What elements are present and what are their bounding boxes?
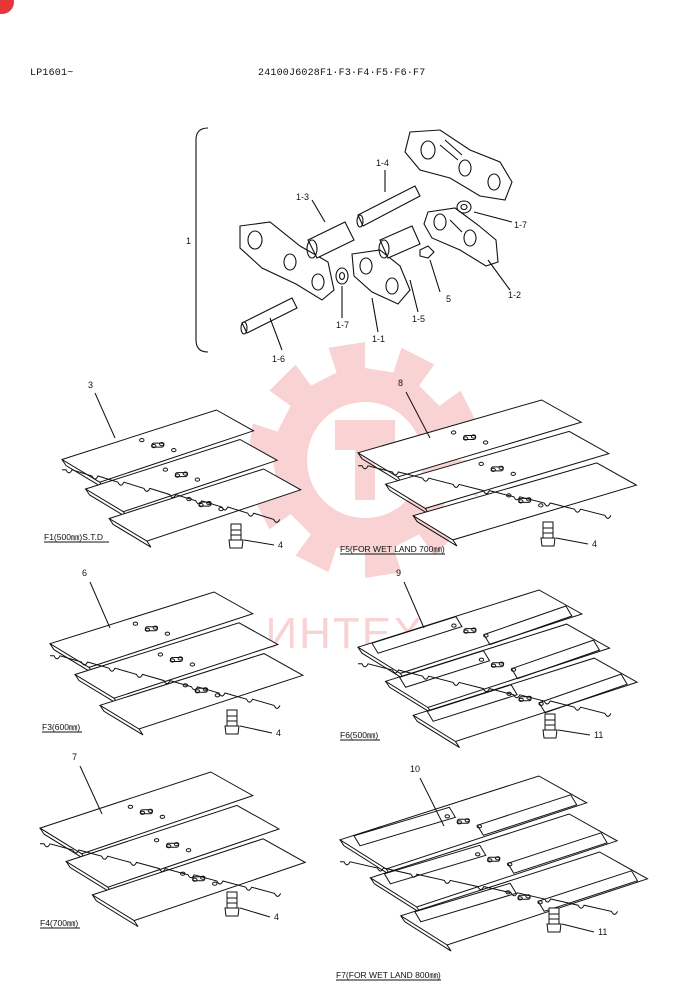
callout-1-5: 1-5 (412, 314, 425, 324)
track-shoe-variant-5: 7 4F4(700㎜) (38, 752, 307, 929)
callout-1-6: 1-6 (272, 354, 285, 364)
bolt-ref: 11 (594, 730, 603, 740)
callout-1-3: 1-3 (296, 192, 309, 202)
callout-1-4: 1-4 (376, 158, 389, 168)
bolt-icon (224, 891, 240, 917)
bushing-1-5 (378, 225, 421, 259)
callout-1-2: 1-2 (508, 290, 521, 300)
track-shoe-variant-3: 6 4 F3(600㎜) (42, 568, 305, 738)
part-ref: 3 (88, 380, 93, 390)
shoe-plate (384, 623, 611, 714)
track-link-assembly: 1 (186, 127, 513, 353)
callout-5: 5 (446, 294, 451, 304)
grouser-edge (339, 861, 618, 915)
shoe-plate (369, 813, 619, 914)
bolt-ref: 4 (276, 728, 281, 738)
grouser-edge (49, 655, 281, 709)
part-ref: 8 (398, 378, 403, 388)
bolt-ref: 4 (592, 539, 597, 549)
assembly-callouts: 1-3 1-4 1-7 1-2 5 1-5 1-1 1-7 1-6 (272, 158, 527, 364)
grouser-edge (39, 843, 282, 897)
shoe-plate (338, 775, 588, 876)
grouser-edge (61, 469, 281, 523)
callout-1-1: 1-1 (372, 334, 385, 344)
bolt-icon (224, 709, 240, 735)
grouser-edge (357, 465, 612, 519)
model-label: LP1601~ (30, 68, 74, 79)
link-left (239, 221, 335, 301)
shoe-plate (356, 399, 583, 484)
variant-caption: F6(500㎜) (340, 730, 378, 740)
variant-caption: F5(FOR WET LAND 700㎜) (340, 544, 445, 554)
shoe-plate (73, 622, 280, 705)
callout-1-7-lower: 1-7 (336, 320, 349, 330)
track-shoe-variant-1: 3 4 F1(500㎜)S.T.D (44, 380, 302, 550)
pin-1-4 (356, 185, 421, 228)
washer-1-7-upper (456, 200, 472, 214)
callout-1-7-upper: 1-7 (514, 220, 527, 230)
pin-1-6 (240, 297, 298, 335)
variant-caption: F7(FOR WET LAND 800㎜) (336, 970, 441, 980)
shoe-plate (412, 657, 639, 748)
bolt-ref: 4 (274, 912, 279, 922)
variant-caption: F4(700㎜) (40, 918, 78, 928)
bolt-icon (546, 907, 562, 933)
shoe-plate (91, 838, 307, 928)
track-shoe-variant-2: 8 4F5(FOR WET LAND 700㎜) (340, 378, 638, 555)
part-ref: 10 (410, 764, 420, 774)
bushing-1-3 (306, 221, 355, 259)
grouser-edge (357, 663, 612, 717)
track-shoe-variant-4: 9 11 F6(500㎜) (340, 568, 639, 748)
shoe-plate (411, 462, 638, 547)
link-upper (404, 129, 513, 201)
group-label: 1 (186, 236, 191, 246)
bolt-ref: 11 (598, 927, 607, 937)
part-ref: 9 (396, 568, 401, 578)
link-1-2 (423, 207, 499, 267)
variant-caption: F3(600㎜) (42, 722, 80, 732)
variant-caption: F1(500㎜)S.T.D (44, 532, 103, 542)
nut-5 (419, 245, 435, 259)
part-number: 24100J6028F1·F3·F4·F5·F6·F7 (258, 68, 426, 79)
shoe-plate (356, 589, 584, 680)
shoe-plate (98, 653, 305, 736)
part-ref: 7 (72, 752, 77, 762)
washer-1-7-lower (335, 267, 349, 285)
part-ref: 6 (82, 568, 87, 578)
link-1-1 (351, 249, 411, 305)
shoe-plate (399, 851, 649, 952)
bolt-icon (542, 713, 558, 739)
bolt-icon (540, 521, 556, 547)
bolt-icon (228, 523, 244, 549)
group-bracket (195, 127, 209, 353)
bolt-ref: 4 (278, 540, 283, 550)
